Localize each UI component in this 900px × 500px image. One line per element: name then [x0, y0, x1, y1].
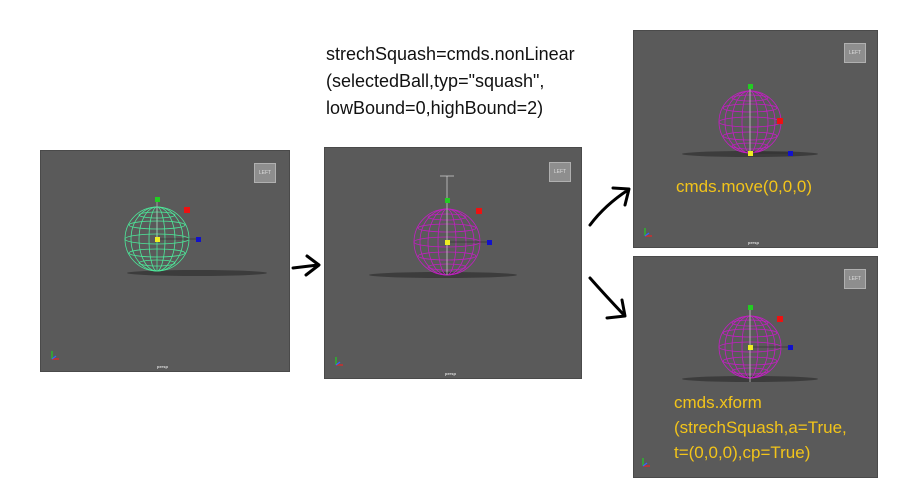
view-cube-button[interactable]: LEFT	[844, 43, 866, 63]
axis-gizmo-icon	[51, 351, 59, 360]
camera-label: persp	[157, 364, 168, 369]
camera-label: persp	[445, 371, 456, 376]
sphere-scene-xform	[682, 305, 818, 382]
view-cube-button[interactable]: LEFT	[254, 163, 276, 183]
sphere-scene-move	[682, 84, 818, 157]
camera-label: persp	[748, 240, 759, 245]
sphere-scene-original	[124, 197, 267, 276]
code-line2: (selectedBall,typ="squash",	[326, 71, 545, 91]
nonlinear-code-annotation: strechSquash=cmds.nonLinear (selectedBal…	[326, 41, 575, 122]
viewport-original[interactable]: LEFT persp	[40, 150, 290, 372]
xform-annotation: cmds.xform (strechSquash,a=True, t=(0,0,…	[674, 390, 847, 465]
view-cube-button[interactable]: LEFT	[844, 269, 866, 289]
xform-annotation-line3: t=(0,0,0),cp=True)	[674, 443, 811, 462]
xform-annotation-line1: cmds.xform	[674, 393, 762, 412]
viewport-move[interactable]: LEFT persp cmds.move(0,0,0)	[633, 30, 878, 248]
xform-annotation-line2: (strechSquash,a=True,	[674, 418, 847, 437]
sphere-scene-squash	[369, 175, 517, 278]
axis-gizmo-icon	[335, 357, 343, 366]
arrow-to-move	[588, 186, 631, 227]
axis-gizmo-icon	[644, 228, 652, 237]
arrow-to-squash	[291, 254, 321, 277]
code-line1: strechSquash=cmds.nonLinear	[326, 44, 575, 64]
move-annotation: cmds.move(0,0,0)	[676, 177, 813, 196]
arrow-to-xform	[588, 276, 627, 320]
viewport-xform[interactable]: LEFT cmds.xform (strechSquash,a=True, t=…	[633, 256, 878, 478]
viewport-squash[interactable]: LEFT persp	[324, 147, 582, 379]
axis-gizmo-icon	[642, 458, 650, 467]
code-line3: lowBound=0,highBound=2)	[326, 98, 544, 118]
view-cube-button[interactable]: LEFT	[549, 162, 571, 182]
